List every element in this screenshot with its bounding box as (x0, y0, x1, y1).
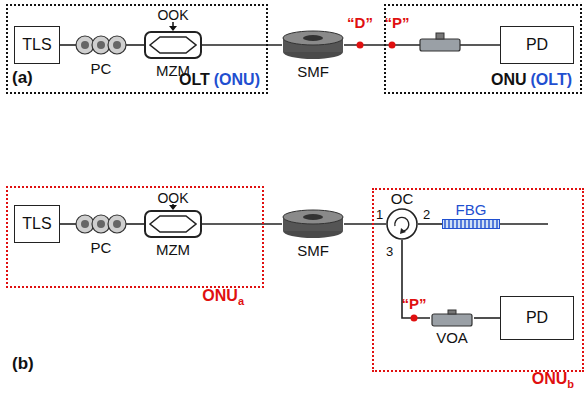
device-box: TLS (14, 205, 60, 243)
mzm-symbol (144, 210, 202, 238)
group-name: (ONU) (214, 71, 260, 88)
pc-symbol (76, 33, 126, 57)
box-text: TLS (22, 36, 51, 54)
fiber-connector (402, 240, 430, 318)
component-label: MZM (156, 241, 190, 258)
annotation-label: “P” (401, 295, 426, 312)
component-label: PC (91, 60, 112, 77)
group-label: OLT(ONU) (179, 71, 260, 89)
device-box: PD (500, 26, 574, 64)
fiber-connector (60, 223, 76, 225)
component-label: SMF (297, 242, 329, 259)
group-name: (OLT) (531, 71, 572, 88)
box-text: PD (526, 36, 548, 54)
annotation-label: (b) (12, 354, 34, 374)
group-name: ONU (491, 71, 527, 88)
component-icon: PC (76, 33, 126, 57)
annotation-label: OOK (157, 7, 188, 23)
group-name: a (238, 295, 244, 307)
fiber-connector (474, 317, 500, 319)
fiber-connector (202, 223, 282, 225)
group-box: ONUbOCFBGVOAPD (372, 188, 584, 372)
group-box: ONUaTLSPCMZM (6, 186, 264, 288)
group-name: ONU (202, 287, 238, 304)
component-icon: VOA (430, 310, 474, 326)
smf-symbol (282, 30, 344, 60)
annotation-label: “P” (384, 14, 409, 31)
fiber-connector (60, 44, 76, 46)
component-label: MZM (156, 62, 190, 79)
mzm-symbol (144, 31, 202, 59)
component-icon: SMF (282, 209, 344, 239)
fiber-connector (126, 223, 144, 225)
fiber-connector (126, 44, 144, 46)
group-label: ONUa (202, 287, 244, 307)
fbg-symbol (442, 219, 500, 229)
group-box: ONU(OLT) PD (384, 4, 582, 94)
annotation-label: 3 (386, 244, 393, 259)
oc-symbol (386, 208, 418, 240)
group-name: b (567, 378, 574, 390)
fiber-end (500, 223, 548, 225)
box-text: PD (526, 309, 548, 327)
component-icon: SMF (282, 30, 344, 60)
component-label: VOA (436, 329, 468, 346)
voa-symbol (420, 33, 460, 51)
component-icon: PC (76, 212, 126, 236)
component-label: PC (91, 239, 112, 256)
point-dot (411, 315, 418, 322)
fiber-connector (202, 44, 282, 46)
group-label: ONU(OLT) (491, 71, 572, 89)
annotation-label: 1 (376, 207, 383, 222)
annotation-label: (a) (12, 68, 33, 88)
voa-symbol (430, 310, 474, 326)
fiber-connector (418, 223, 442, 225)
component-label: OC (391, 190, 414, 207)
group-box: OLT(ONU) TLS PC MZM (6, 4, 268, 94)
component-icon: OC (386, 208, 418, 240)
fiber-connector (344, 223, 386, 225)
component-label: SMF (297, 63, 329, 80)
annotation-label: “D” (347, 14, 373, 31)
point-dot (357, 42, 364, 49)
component-icon: FBG (442, 219, 500, 229)
component-icon: MZM (144, 210, 202, 238)
box-text: TLS (22, 215, 51, 233)
component-label: FBG (456, 201, 487, 218)
point-dot (389, 42, 396, 49)
annotation-label: 2 (423, 207, 430, 222)
device-box: TLS (14, 26, 60, 64)
device-box: PD (500, 296, 574, 340)
group-label: ONUb (532, 370, 574, 390)
annotation-label: OOK (157, 190, 188, 206)
group-name: ONU (532, 370, 568, 387)
signal-arrow (169, 22, 177, 31)
smf-symbol (282, 209, 344, 239)
component-icon: MZM (144, 31, 202, 59)
pc-symbol (76, 212, 126, 236)
